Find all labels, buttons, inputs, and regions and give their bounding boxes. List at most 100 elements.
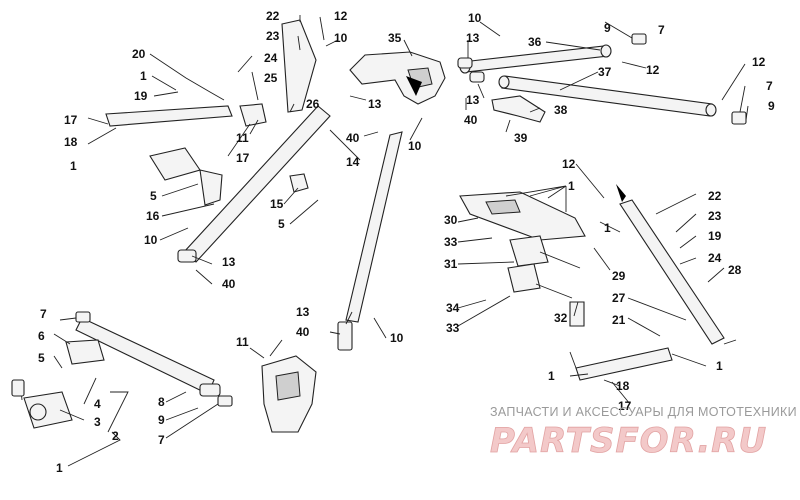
callout-22-a: 22 xyxy=(266,9,280,23)
callout-37: 37 xyxy=(598,65,612,79)
callout-28: 28 xyxy=(728,263,742,277)
callout-7-a: 7 xyxy=(658,23,665,37)
callout-10-b: 10 xyxy=(468,11,482,25)
part-32 xyxy=(569,301,585,327)
callout-10-c: 10 xyxy=(408,139,422,153)
callout-1-c: 1 xyxy=(568,179,575,193)
callout-26: 26 xyxy=(306,97,320,111)
callout-23-a: 23 xyxy=(266,29,280,43)
pointer-arrow-right xyxy=(616,184,626,202)
callout-15: 15 xyxy=(270,197,284,211)
watermark-subtitle: ЗАПЧАСТИ И АКСЕССУАРЫ ДЛЯ МОТОТЕХНИКИ xyxy=(490,405,797,419)
callout-22-b: 22 xyxy=(708,189,722,203)
callout-1-b: 1 xyxy=(70,159,77,173)
bracket-18-left xyxy=(105,105,233,127)
callout-12-c: 12 xyxy=(752,55,766,69)
callout-13-e: 13 xyxy=(296,305,310,319)
callout-18-b: 18 xyxy=(616,379,630,393)
callout-4: 4 xyxy=(94,397,101,411)
callout-2: 2 xyxy=(112,429,119,443)
callout-30: 30 xyxy=(444,213,458,227)
callout-10-d: 10 xyxy=(144,233,158,247)
callout-14: 14 xyxy=(346,155,360,169)
callout-13-b: 13 xyxy=(466,93,480,107)
callout-1-f: 1 xyxy=(548,369,555,383)
part-15 xyxy=(289,173,309,193)
callout-17-c: 17 xyxy=(618,399,632,413)
callout-18-a: 18 xyxy=(64,135,78,149)
callout-17-b: 17 xyxy=(236,151,250,165)
callout-13-c: 13 xyxy=(368,97,382,111)
mount-35 xyxy=(349,51,446,105)
watermark-brand: PARTSFOR.RU xyxy=(490,421,767,461)
parts-layer xyxy=(11,19,747,433)
callout-12-a: 12 xyxy=(334,9,348,23)
bar-23-right xyxy=(619,199,725,345)
callout-17-a: 17 xyxy=(64,113,78,127)
callout-35: 35 xyxy=(388,31,402,45)
callout-13-a: 13 xyxy=(466,31,480,45)
callout-32: 32 xyxy=(554,311,568,325)
callout-9-b: 9 xyxy=(768,99,775,113)
watermark: ЗАПЧАСТИ И АКСЕССУАРЫ ДЛЯ МОТОТЕХНИКИ PA… xyxy=(490,405,797,461)
callout-33-a: 33 xyxy=(444,235,458,249)
callout-11-a: 11 xyxy=(236,131,249,145)
callout-12-b: 12 xyxy=(646,63,660,77)
callout-5-b: 5 xyxy=(278,217,285,231)
callout-33-b: 33 xyxy=(446,321,460,335)
callout-1-a: 1 xyxy=(140,69,147,83)
callout-11-b: 11 xyxy=(236,335,249,349)
callout-24: 24 xyxy=(264,51,278,65)
upper-tube-36 xyxy=(461,45,609,73)
callout-9-c: 9 xyxy=(158,413,165,427)
callout-1-g: 1 xyxy=(56,461,63,475)
column-14 xyxy=(345,131,403,323)
callout-5-a: 5 xyxy=(150,189,157,203)
callout-40-a: 40 xyxy=(464,113,478,127)
callout-16: 16 xyxy=(146,209,160,223)
callout-40-c: 40 xyxy=(222,277,236,291)
bar-23 xyxy=(281,19,317,113)
callout-1-e: 1 xyxy=(716,359,723,373)
callout-34: 34 xyxy=(446,301,460,315)
sensor-16 xyxy=(149,147,201,181)
callout-40-b: 40 xyxy=(346,131,360,145)
callout-5-c: 5 xyxy=(38,351,45,365)
bracket-6 xyxy=(65,339,105,365)
callout-24-b: 24 xyxy=(708,251,722,265)
callout-7-b: 7 xyxy=(766,79,773,93)
callout-10-a: 10 xyxy=(334,31,348,45)
small-bracket xyxy=(239,103,267,127)
callout-31: 31 xyxy=(444,257,458,271)
callout-3: 3 xyxy=(94,415,101,429)
callout-10-e: 10 xyxy=(390,331,404,345)
callout-9-a: 9 xyxy=(604,21,611,35)
callout-27: 27 xyxy=(612,291,626,305)
callout-20: 20 xyxy=(132,47,146,61)
callout-21: 21 xyxy=(612,313,626,327)
callout-38: 38 xyxy=(554,103,568,117)
bracket-38 xyxy=(491,95,546,123)
callout-7-d: 7 xyxy=(158,433,165,447)
callout-7-c: 7 xyxy=(40,307,47,321)
callout-29: 29 xyxy=(612,269,626,283)
pointer-arrow-top xyxy=(406,76,422,96)
callout-36: 36 xyxy=(528,35,542,49)
callout-13-d: 13 xyxy=(222,255,236,269)
callout-39: 39 xyxy=(514,131,528,145)
bracket-33 xyxy=(507,263,541,293)
callout-6: 6 xyxy=(38,329,45,343)
bracket-18-right xyxy=(575,347,673,381)
leaders xyxy=(53,15,749,467)
callout-12-d: 12 xyxy=(562,157,576,171)
callout-1-d: 1 xyxy=(604,221,611,235)
bracket-31 xyxy=(509,235,549,267)
callout-25: 25 xyxy=(264,71,278,85)
diagonal-tube xyxy=(183,105,331,263)
callout-40-d: 40 xyxy=(296,325,310,339)
callouts: 22 12 10 23 35 10 13 36 9 7 12 37 12 7 9… xyxy=(38,9,775,475)
callout-23-b: 23 xyxy=(708,209,722,223)
callout-19-b: 19 xyxy=(708,229,722,243)
callout-8: 8 xyxy=(158,395,165,409)
